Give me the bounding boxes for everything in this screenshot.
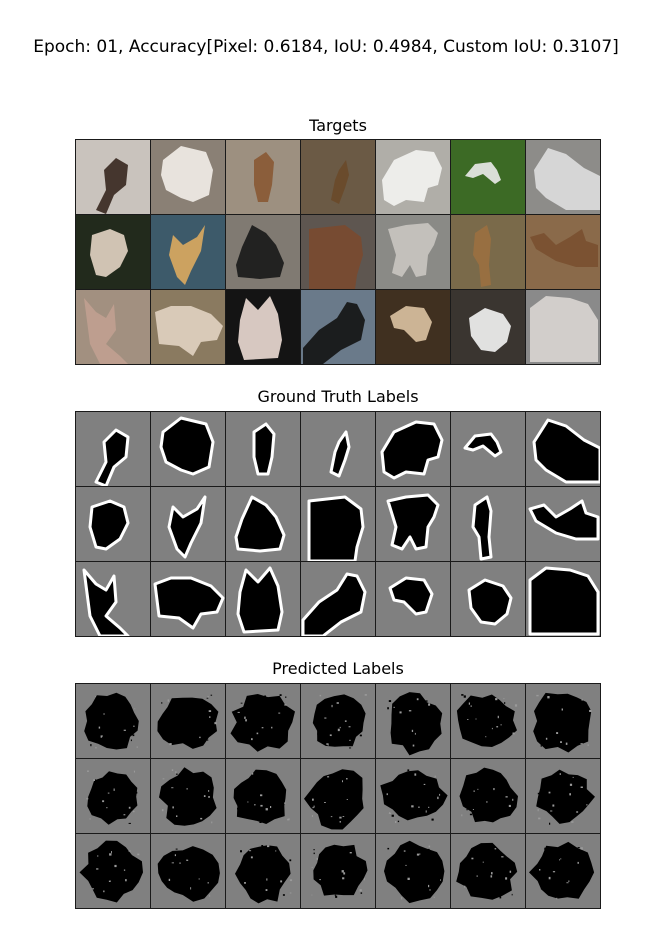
ground-truth-mask-tile bbox=[451, 487, 525, 561]
predicted-mask-tile bbox=[301, 834, 375, 908]
target-image-tile bbox=[451, 290, 525, 364]
predicted-mask-tile bbox=[376, 759, 450, 833]
ground-truth-mask-tile bbox=[151, 562, 225, 636]
target-image-tile bbox=[526, 140, 600, 214]
predicted-mask-tile bbox=[76, 834, 150, 908]
predicted-mask-tile bbox=[151, 834, 225, 908]
ground-truth-mask-tile bbox=[451, 412, 525, 486]
ground-truth-mask-tile bbox=[301, 562, 375, 636]
predicted-mask-tile bbox=[451, 759, 525, 833]
ground-truth-mask-tile bbox=[301, 412, 375, 486]
predicted-mask-tile bbox=[226, 759, 300, 833]
predicted-mask-tile bbox=[76, 684, 150, 758]
ground-truth-mask-tile bbox=[376, 412, 450, 486]
predicted-mask-tile bbox=[226, 834, 300, 908]
ground-truth-mask-tile bbox=[376, 487, 450, 561]
ground-truth-mask-tile bbox=[151, 412, 225, 486]
target-image-tile bbox=[76, 140, 150, 214]
ground-truth-mask-tile bbox=[226, 487, 300, 561]
predicted-mask-tile bbox=[526, 759, 600, 833]
ground-truth-mask-tile bbox=[301, 487, 375, 561]
predicted-mask-tile bbox=[526, 684, 600, 758]
target-image-tile bbox=[76, 290, 150, 364]
figure-title: Epoch: 01, Accuracy[Pixel: 0.6184, IoU: … bbox=[33, 37, 619, 57]
predicted-mask-tile bbox=[301, 684, 375, 758]
ground-truth-mask-tile bbox=[76, 562, 150, 636]
target-image-tile bbox=[526, 215, 600, 289]
target-image-tile bbox=[526, 290, 600, 364]
predicted-title: Predicted Labels bbox=[272, 659, 404, 678]
predicted-mask-tile bbox=[451, 834, 525, 908]
ground-truth-mask-tile bbox=[376, 562, 450, 636]
ground-truth-grid bbox=[75, 411, 601, 637]
ground-truth-mask-tile bbox=[76, 487, 150, 561]
target-image-tile bbox=[151, 215, 225, 289]
target-image-tile bbox=[151, 140, 225, 214]
target-image-tile bbox=[301, 140, 375, 214]
predicted-mask-tile bbox=[151, 759, 225, 833]
ground-truth-mask-tile bbox=[76, 412, 150, 486]
target-image-tile bbox=[451, 215, 525, 289]
predicted-mask-tile bbox=[451, 684, 525, 758]
ground-truth-mask-tile bbox=[226, 412, 300, 486]
predicted-mask-tile bbox=[526, 834, 600, 908]
target-image-tile bbox=[226, 140, 300, 214]
target-image-tile bbox=[226, 215, 300, 289]
ground-truth-mask-tile bbox=[151, 487, 225, 561]
targets-grid bbox=[75, 139, 601, 365]
ground-truth-mask-tile bbox=[526, 487, 600, 561]
predicted-mask-tile bbox=[226, 684, 300, 758]
ground-truth-mask-tile bbox=[526, 562, 600, 636]
target-image-tile bbox=[151, 290, 225, 364]
predicted-mask-tile bbox=[151, 684, 225, 758]
predicted-grid bbox=[75, 683, 601, 909]
ground-truth-mask-tile bbox=[226, 562, 300, 636]
predicted-mask-tile bbox=[376, 834, 450, 908]
target-image-tile bbox=[376, 215, 450, 289]
targets-title: Targets bbox=[309, 116, 367, 135]
target-image-tile bbox=[301, 290, 375, 364]
predicted-mask-tile bbox=[76, 759, 150, 833]
predicted-mask-tile bbox=[376, 684, 450, 758]
ground-truth-mask-tile bbox=[451, 562, 525, 636]
target-image-tile bbox=[376, 140, 450, 214]
target-image-tile bbox=[76, 215, 150, 289]
target-image-tile bbox=[451, 140, 525, 214]
ground-truth-title: Ground Truth Labels bbox=[257, 387, 419, 406]
target-image-tile bbox=[301, 215, 375, 289]
predicted-mask-tile bbox=[301, 759, 375, 833]
target-image-tile bbox=[376, 290, 450, 364]
ground-truth-mask-tile bbox=[526, 412, 600, 486]
target-image-tile bbox=[226, 290, 300, 364]
